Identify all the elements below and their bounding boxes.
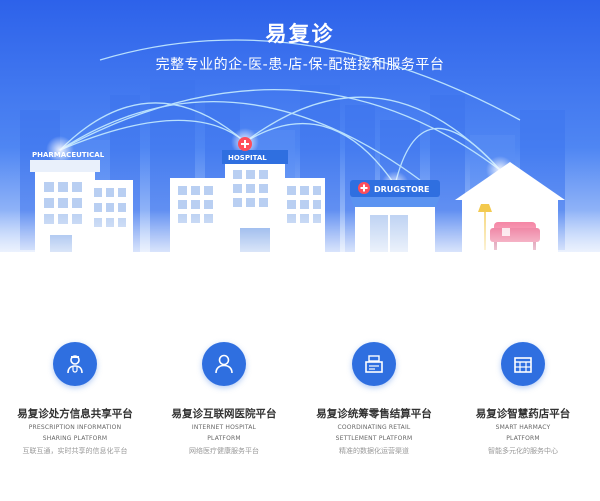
cash-register-icon xyxy=(352,342,396,386)
feature-title: 易复诊智慧药店平台 xyxy=(475,408,571,420)
feature-description: 网络医疗健康服务平台 xyxy=(189,447,259,455)
feature-english-line2: PLATFORM xyxy=(207,435,241,442)
feature-english-line1: INTERNET HOSPITAL xyxy=(191,424,257,431)
feature-english-line1: PRESCRIPTION INFORMATION xyxy=(28,424,122,431)
pharmaceutical-sign: PHARMACEUTICAL xyxy=(32,151,105,159)
feature-title: 易复诊处方信息共享平台 xyxy=(17,408,133,420)
feature-description: 互联互通，实时共享的信息化平台 xyxy=(22,447,128,455)
feature-english-line2: SHARING PLATFORM xyxy=(42,435,108,442)
feature-english-line1: COORDINATING RETAIL xyxy=(337,424,411,431)
features-row: 易复诊处方信息共享平台 PRESCRIPTION INFORMATION SHA… xyxy=(0,342,600,492)
user-icon xyxy=(202,342,246,386)
hero-subtitle: 完整专业的企-医-患-店-保-配链接和服务平台 xyxy=(155,57,445,73)
feature-english-line2: PLATFORM xyxy=(506,435,540,442)
feature-description: 精准的数据化运营渠道 xyxy=(339,447,409,455)
hero-banner: PHARMACEUTICAL HOSPITAL xyxy=(0,0,600,268)
pharmacy-store-icon xyxy=(501,342,545,386)
feature-title: 易复诊统筹零售结算平台 xyxy=(316,408,432,420)
feature-prescription-sharing[interactable]: 易复诊处方信息共享平台 PRESCRIPTION INFORMATION SHA… xyxy=(0,342,150,456)
connection-arcs xyxy=(59,39,521,186)
hero-illustration: PHARMACEUTICAL HOSPITAL xyxy=(0,0,600,268)
doctor-icon xyxy=(53,342,97,386)
feature-title: 易复诊互联网医院平台 xyxy=(171,408,277,420)
feature-internet-hospital[interactable]: 易复诊互联网医院平台 INTERNET HOSPITAL PLATFORM 网络… xyxy=(149,342,299,456)
feature-description: 智能多元化的服务中心 xyxy=(488,447,558,455)
feature-english-line1: SMART HARMACY xyxy=(495,424,551,431)
feature-smart-pharmacy[interactable]: 易复诊智慧药店平台 SMART HARMACY PLATFORM 智能多元化的服… xyxy=(448,342,598,456)
hospital-sign: HOSPITAL xyxy=(228,154,267,162)
hero-title: 易复诊 xyxy=(265,22,335,46)
feature-english-line2: SETTLEMENT PLATFORM xyxy=(335,435,413,442)
drugstore-sign: DRUGSTORE xyxy=(374,185,430,194)
feature-retail-settlement[interactable]: 易复诊统筹零售结算平台 COORDINATING RETAIL SETTLEME… xyxy=(299,342,449,456)
